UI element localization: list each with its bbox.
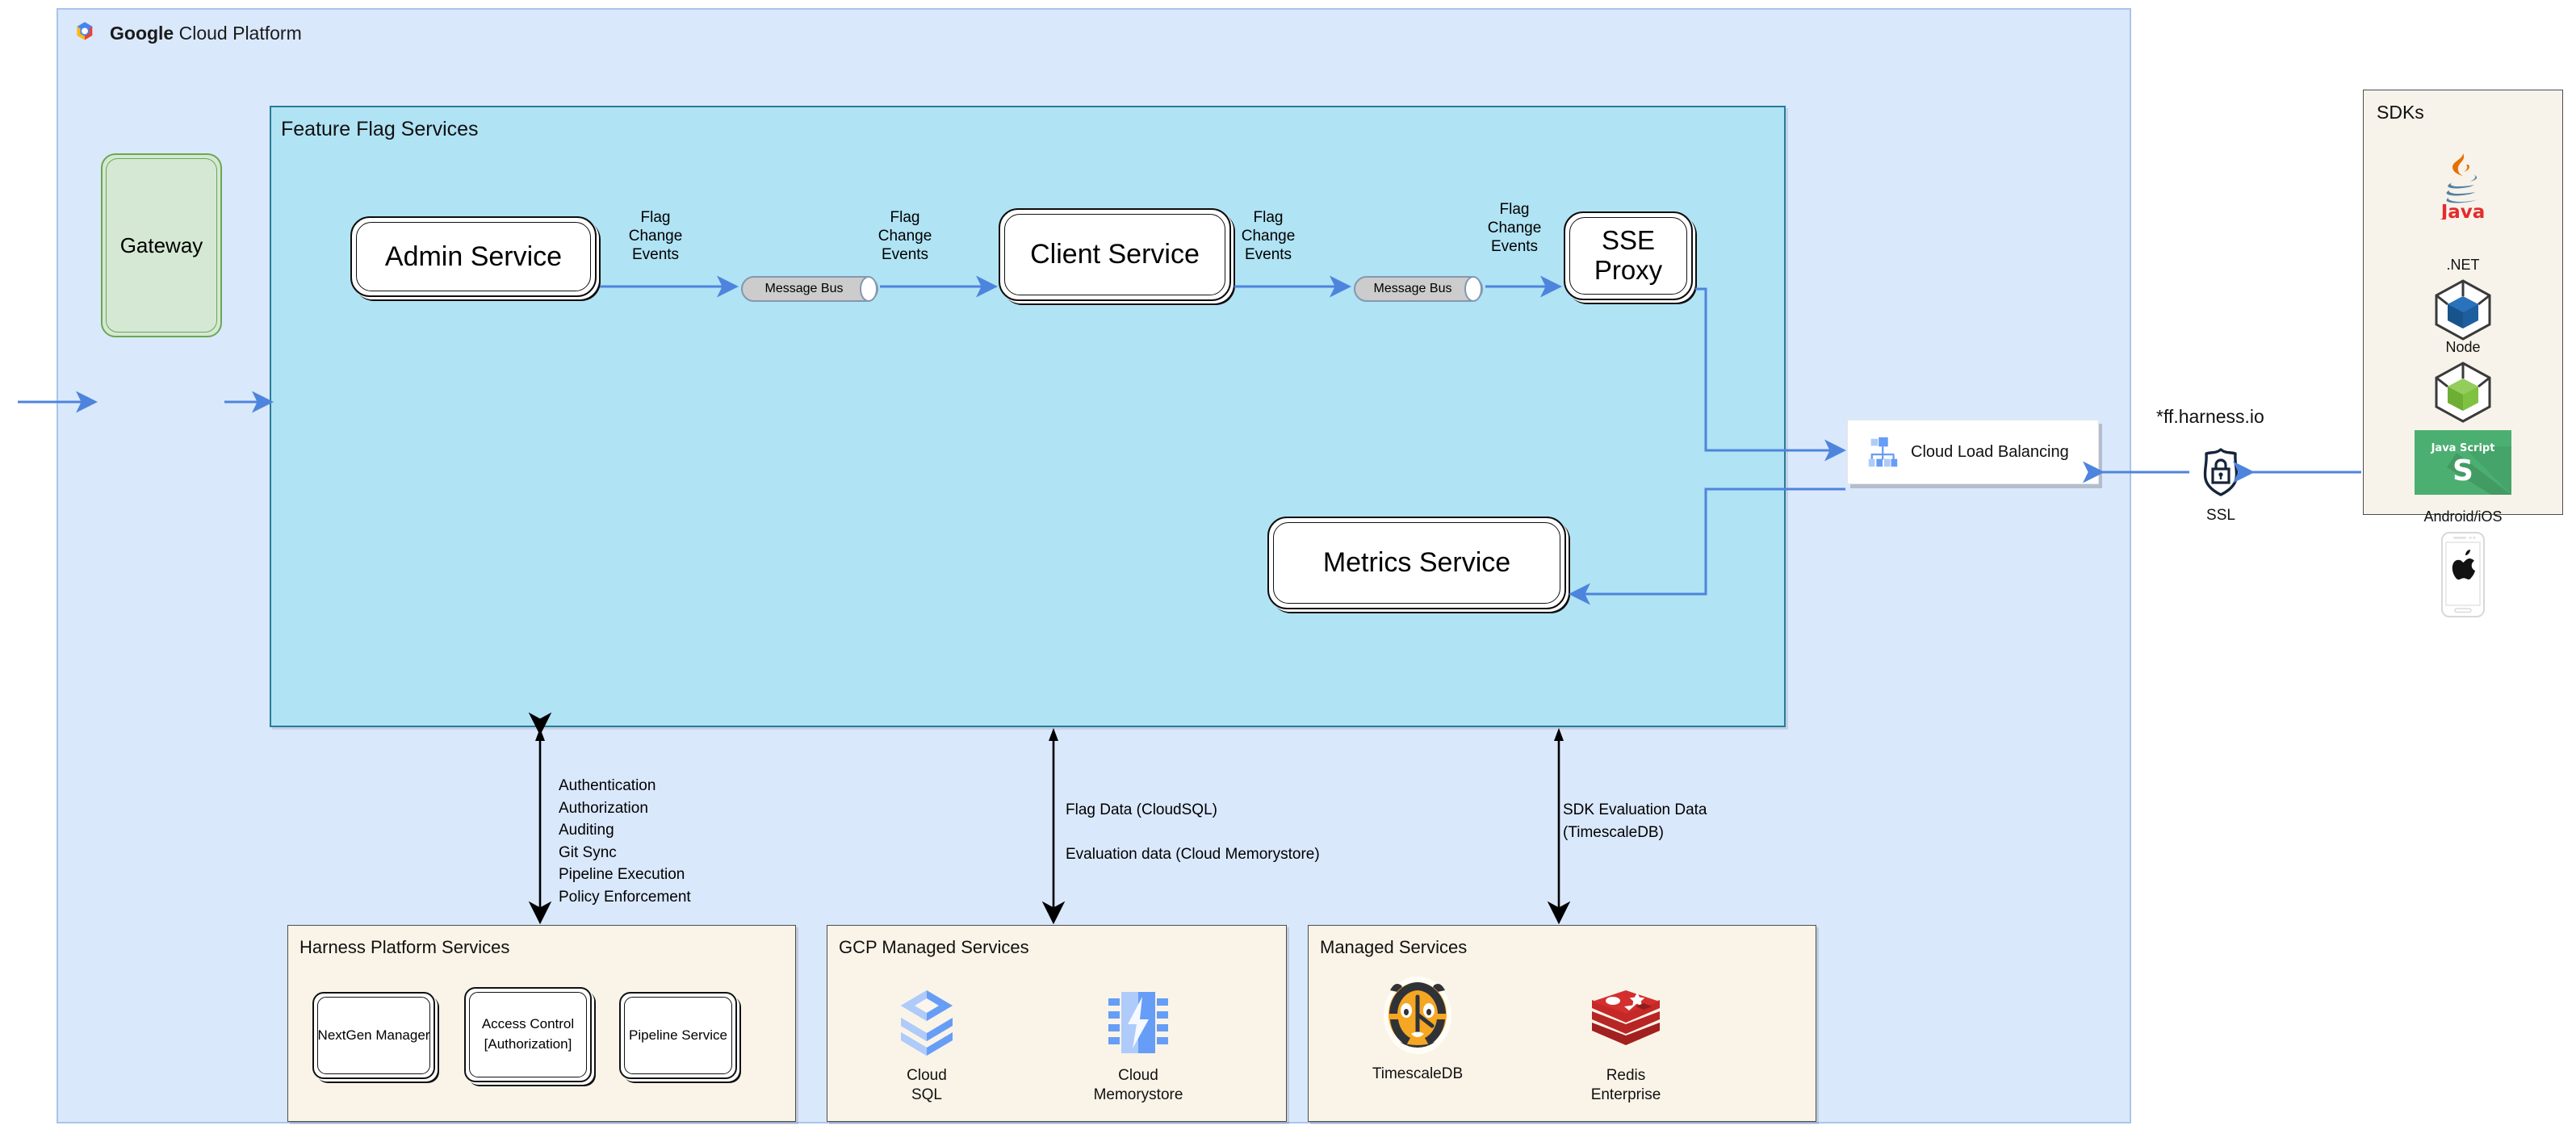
message-bus-2[interactable]: Message Bus: [1354, 276, 1483, 302]
sse-proxy-box[interactable]: SSE Proxy: [1564, 211, 1693, 300]
client-service-box[interactable]: Client Service: [999, 208, 1231, 301]
sdk-label-node: Node: [2445, 339, 2481, 355]
edge-label-client-to-bus2: Flag Change Events: [1241, 209, 1296, 264]
admin-service-label: Admin Service: [384, 241, 563, 272]
svg-text:S: S: [2452, 454, 2473, 487]
pipeline-service-inner-border: [624, 997, 732, 1074]
metrics-service-label: Metrics Service: [1322, 547, 1511, 579]
redis-caption: Redis Enterprise: [1590, 1067, 1661, 1103]
cloud-memorystore-item[interactable]: Cloud Memorystore: [1078, 985, 1199, 1105]
metrics-service-box[interactable]: Metrics Service: [1267, 517, 1566, 609]
redis-item[interactable]: Redis Enterprise: [1565, 985, 1686, 1105]
annotation-gcp-link-line1: Flag Data (CloudSQL): [1066, 801, 1217, 818]
nextgen-manager-inner-border: [317, 997, 430, 1074]
sdk-item-android-ios[interactable]: Android/iOS: [2363, 508, 2563, 619]
gcp-managed-services-panel: GCP Managed Services Cloud SQL: [827, 925, 1287, 1122]
client-service-label: Client Service: [1030, 239, 1200, 270]
message-bus-1-cap: [860, 276, 878, 302]
edge-label-admin-to-bus: Flag Change Events: [628, 209, 683, 264]
sdk-item-javascript[interactable]: Java Script S: [2363, 430, 2563, 495]
cloud-load-balancing-icon: [1868, 437, 1898, 467]
cloud-sql-caption: Cloud SQL: [907, 1067, 947, 1103]
ff-harness-domain-label: *ff.harness.io: [2156, 406, 2264, 427]
sdks-title: SDKs: [2377, 102, 2424, 123]
timescaledb-tiger-icon: [1357, 973, 1478, 1058]
sdk-item-dotnet[interactable]: .NET: [2363, 257, 2563, 341]
google-cloud-logo: [77, 22, 93, 40]
sdk-item-java[interactable]: Java: [2363, 150, 2563, 220]
sse-proxy-label: SSE Proxy: [1594, 225, 1663, 285]
access-control-box[interactable]: Access Control [Authorization]: [464, 987, 592, 1082]
javascript-logo: Java Script S: [2363, 430, 2563, 495]
sdk-label-dotnet: .NET: [2446, 257, 2480, 273]
mobile-apple-icon: [2363, 530, 2563, 619]
svg-text:Java: Java: [2440, 202, 2486, 220]
edge-label-bus-to-client: Flag Change Events: [878, 209, 932, 264]
cloud-memorystore-caption: Cloud Memorystore: [1093, 1067, 1183, 1103]
gcp-header: Google Cloud Platform: [71, 19, 302, 47]
svg-text:Java Script: Java Script: [2431, 442, 2495, 454]
harness-platform-services-panel: Harness Platform Services NextGen Manage…: [287, 925, 796, 1122]
timescaledb-item[interactable]: TimescaleDB: [1357, 973, 1478, 1084]
cloud-load-balancing-box[interactable]: Cloud Load Balancing: [1847, 420, 2099, 484]
redis-logo-icon: [1565, 985, 1686, 1060]
dotnet-cube-icon: [2363, 278, 2563, 341]
gcp-title-rest: Cloud Platform: [174, 22, 302, 44]
timescaledb-caption: TimescaleDB: [1372, 1065, 1464, 1082]
annotation-gcp-link: Flag Data (CloudSQL) Evaluation data (Clo…: [1066, 799, 1320, 866]
managed-services-panel: Managed Services: [1308, 925, 1816, 1122]
gateway-inner-border: [106, 158, 217, 333]
message-bus-1-label: Message Bus: [764, 282, 844, 295]
sdk-item-node[interactable]: Node: [2363, 339, 2563, 424]
gcp-title: Google Cloud Platform: [110, 23, 302, 44]
nextgen-manager-box[interactable]: NextGen Manager: [312, 992, 435, 1079]
gateway-label: Gateway: [119, 232, 203, 257]
cloud-load-balancing-label: Cloud Load Balancing: [1911, 442, 2069, 461]
message-bus-2-cap: [1464, 276, 1482, 302]
sdk-label-android-ios: Android/iOS: [2423, 508, 2503, 525]
pipeline-service-box[interactable]: Pipeline Service: [619, 992, 737, 1079]
cloud-memorystore-icon: [1078, 985, 1199, 1060]
feature-flag-services-title: Feature Flag Services: [281, 118, 479, 140]
ssl-label: SSL: [2206, 507, 2235, 524]
annotation-managed-link: SDK Evaluation Data (TimescaleDB): [1563, 801, 1707, 841]
gateway-box[interactable]: Gateway: [101, 153, 222, 337]
message-bus-1[interactable]: Message Bus: [741, 276, 878, 302]
harness-panel-title: Harness Platform Services: [299, 937, 510, 957]
annotation-gcp-link-line2: Evaluation data (Cloud Memorystore): [1066, 846, 1320, 864]
nextgen-manager-label: NextGen Manager: [317, 1027, 430, 1043]
admin-service-box[interactable]: Admin Service: [350, 216, 597, 297]
message-bus-2-label: Message Bus: [1373, 282, 1452, 295]
access-control-label: Access Control [Authorization]: [481, 1016, 575, 1052]
java-logo: Java: [2363, 150, 2563, 220]
node-cube-icon: [2363, 361, 2563, 424]
cloud-sql-icon: [866, 985, 987, 1060]
ssl-shield-lock-icon: [2203, 448, 2239, 496]
access-control-inner-border: [469, 992, 587, 1077]
annotation-harness-link: Authentication Authorization Auditing Gi…: [559, 777, 691, 906]
cloud-sql-item[interactable]: Cloud SQL: [866, 985, 987, 1105]
gcp-title-bold: Google: [110, 22, 174, 44]
pipeline-service-label: Pipeline Service: [629, 1027, 727, 1043]
gcp-managed-panel-title: GCP Managed Services: [839, 937, 1029, 957]
edge-label-bus2-to-sse: Flag Change Events: [1487, 201, 1542, 256]
managed-services-panel-title: Managed Services: [1320, 937, 1468, 957]
feature-flag-services-panel: [270, 106, 1786, 727]
